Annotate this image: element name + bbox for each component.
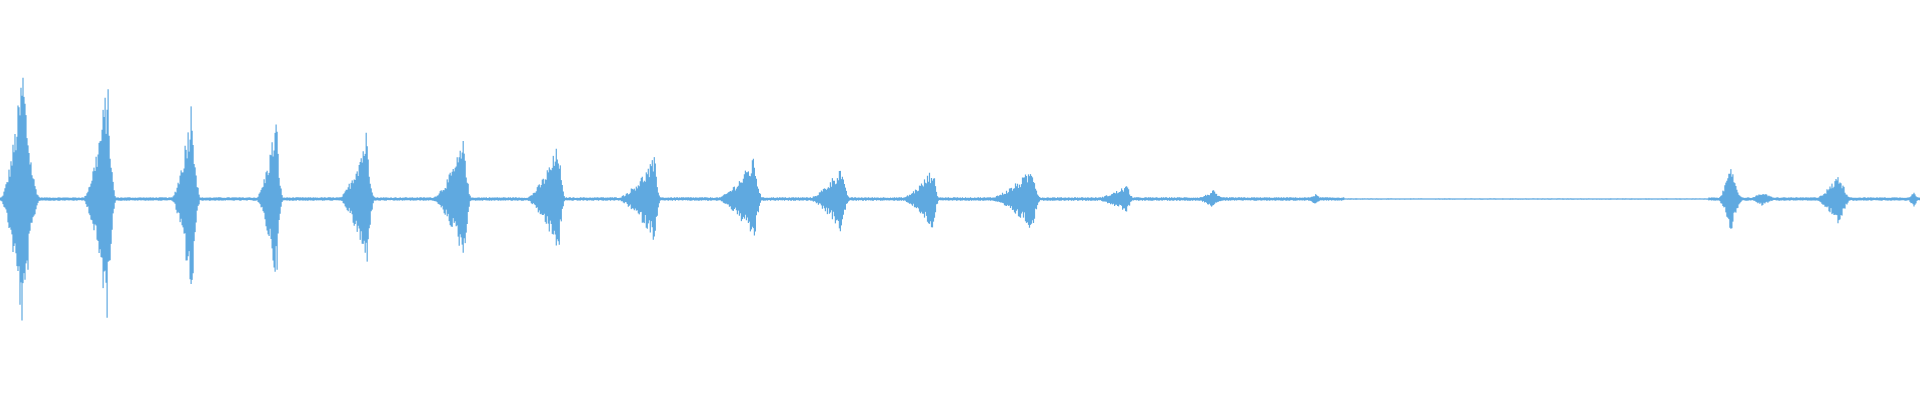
waveform-view [0,77,1920,321]
audio-waveform [0,77,1920,321]
